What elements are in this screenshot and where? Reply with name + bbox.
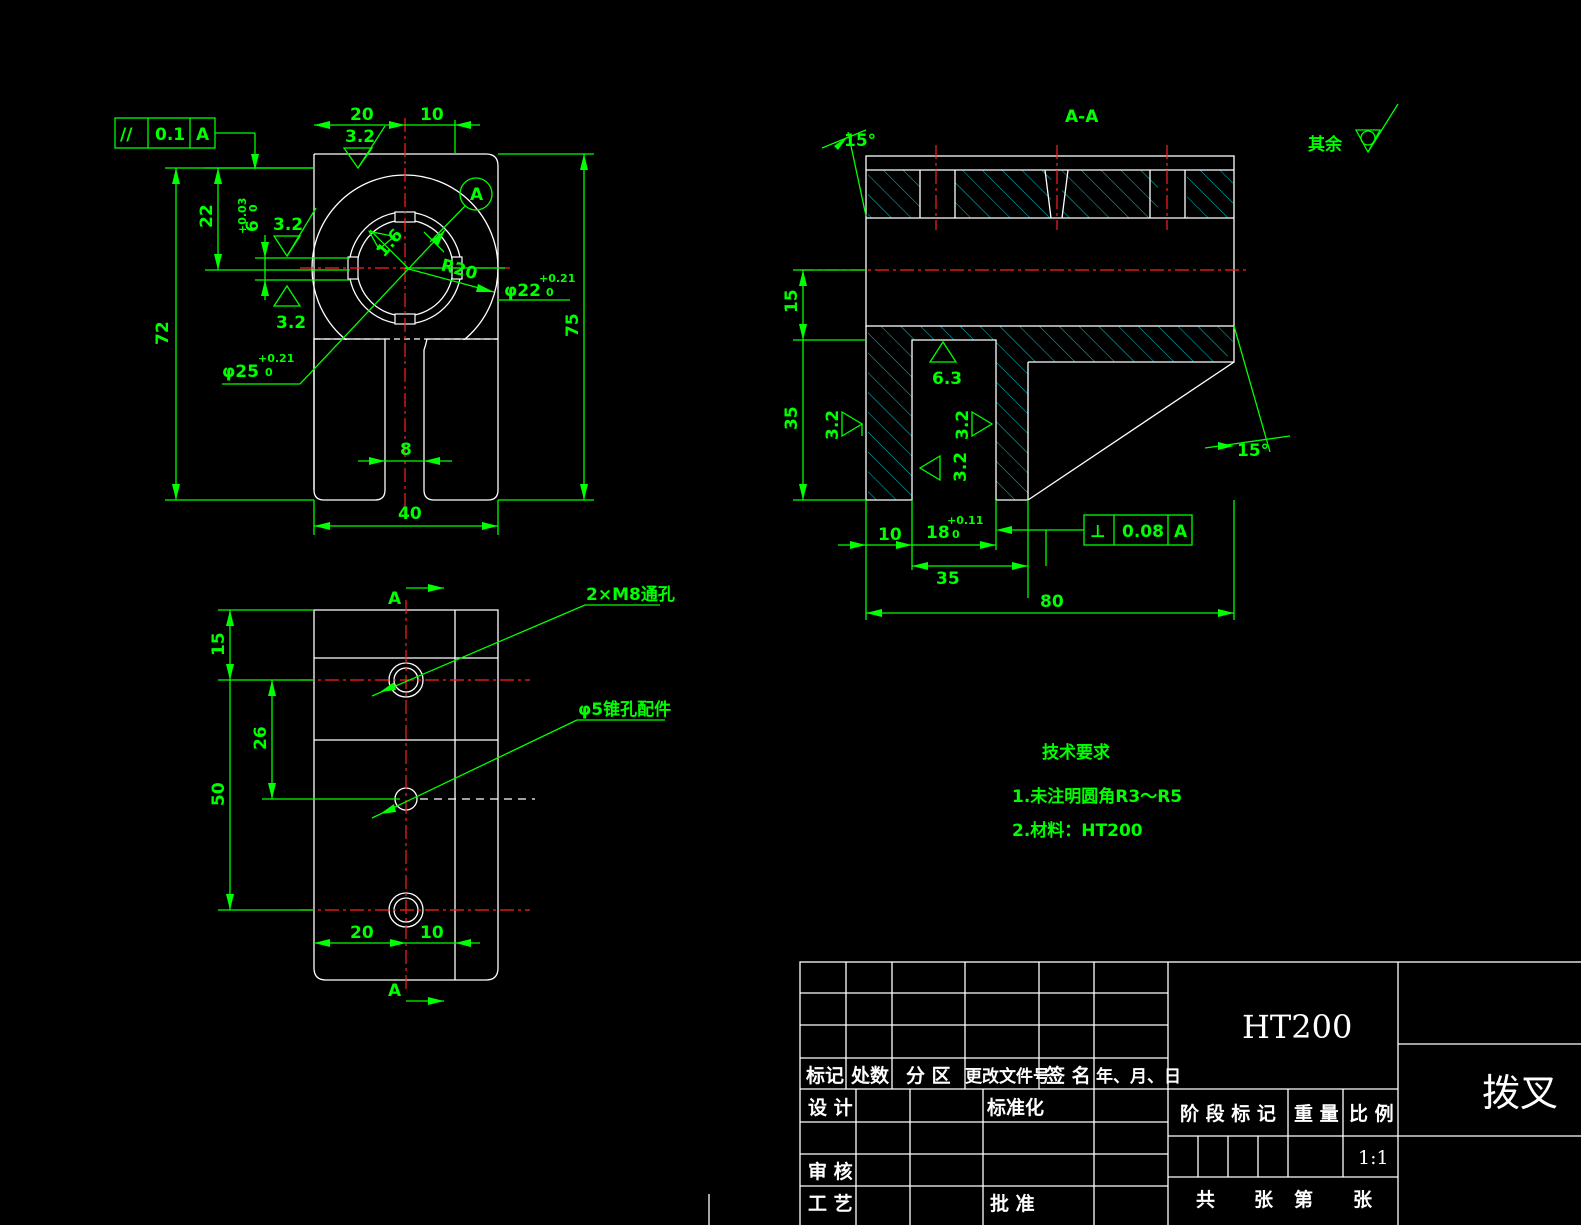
roughness-3-2-top: 3.2 xyxy=(345,127,375,147)
header-count: 处数 xyxy=(850,1064,890,1087)
top-view-outline xyxy=(313,609,499,981)
header-mark: 标记 xyxy=(806,1065,844,1087)
roughness-3-2-left-lower: 3.2 xyxy=(276,313,306,333)
dim-r20: R20 xyxy=(439,256,480,285)
label-review: 审 核 xyxy=(808,1160,853,1183)
datum-a-circle: A xyxy=(470,185,484,205)
svg-text:+0.21: +0.21 xyxy=(539,272,575,285)
section-mark-a-bottom: A xyxy=(388,981,402,1001)
dim-40: 40 xyxy=(398,504,422,524)
header-date: 年、月、日 xyxy=(1096,1066,1181,1087)
label-process: 工 艺 xyxy=(808,1193,853,1215)
roughness-6-3: 6.3 xyxy=(932,369,962,389)
dim-10-top: 10 xyxy=(420,105,444,125)
roughness-3-2-section-mid: 3.2 xyxy=(953,410,973,440)
section-outline xyxy=(865,155,1235,327)
angle-15-bottom: 15° xyxy=(1237,441,1269,461)
svg-text:0: 0 xyxy=(952,528,960,541)
svg-text:0: 0 xyxy=(247,204,260,212)
roughness-3-2-section-lower: 3.2 xyxy=(951,452,971,482)
front-view: 40 20 10 3.2 // 0.1 A A 72 xyxy=(114,105,594,535)
label-sheets-unit-1: 张 xyxy=(1254,1189,1274,1211)
dim-20-top-view: 20 xyxy=(350,923,374,943)
section-title: A-A xyxy=(1065,107,1099,127)
dim-phi22: φ22 xyxy=(504,281,541,301)
dim-15-top-view: 15 xyxy=(209,632,229,656)
tech-requirement-1: 1.未注明圆角R3～R5 xyxy=(1012,786,1182,807)
tech-requirements: 技术要求 1.未注明圆角R3～R5 2.材料：HT200 xyxy=(1012,742,1182,841)
dim-10-top-view: 10 xyxy=(420,923,444,943)
title-block: HT200 拨叉 标记 处数 分 区 更改文件号 签 名 年、月、日 设 计 标… xyxy=(799,961,1581,1225)
roughness-3-2-section-left: 3.2 xyxy=(823,410,843,440)
section-view: A-A 15° 15° xyxy=(782,107,1291,620)
label-design: 设 计 xyxy=(808,1097,853,1119)
label-sheet-no: 第 xyxy=(1294,1188,1313,1211)
gtol-parallel-symbol: // xyxy=(120,125,133,145)
gtol-perp-datum: A xyxy=(1174,522,1188,542)
section-mark-a-top: A xyxy=(388,589,402,609)
dim-20-top: 20 xyxy=(350,105,374,125)
front-view-outline xyxy=(313,153,499,501)
roughness-1-6: 1.6 xyxy=(373,225,408,261)
svg-text:+0.11: +0.11 xyxy=(947,514,983,527)
part-name: 拨叉 xyxy=(1482,1071,1558,1115)
dim-80: 80 xyxy=(1040,592,1064,612)
gtol-perp-symbol: ⊥ xyxy=(1090,522,1106,542)
dim-50-top-view: 50 xyxy=(209,782,229,806)
tech-requirement-2: 2.材料：HT200 xyxy=(1012,820,1143,841)
dim-35-vertical: 35 xyxy=(782,406,802,430)
dim-75: 75 xyxy=(563,313,583,337)
header-zone: 分 区 xyxy=(906,1065,951,1087)
tech-requirements-heading: 技术要求 xyxy=(1042,742,1110,763)
label-standardize: 标准化 xyxy=(987,1096,1044,1119)
label-weight: 重 量 xyxy=(1294,1103,1339,1125)
angle-15-top: 15° xyxy=(844,131,876,151)
gtol-parallel-value: 0.1 xyxy=(155,125,185,145)
dim-22: 22 xyxy=(197,204,217,228)
label-sheets-total: 共 xyxy=(1196,1189,1215,1211)
roughness-3-2-left-upper: 3.2 xyxy=(273,215,303,235)
dim-35-horizontal: 35 xyxy=(936,569,960,589)
label-sheets-unit-2: 张 xyxy=(1353,1189,1373,1211)
label-stage-mark: 阶 段 标 记 xyxy=(1180,1102,1276,1125)
gtol-perp-value: 0.08 xyxy=(1122,522,1164,542)
note-phi5-taper: φ5锥孔配件 xyxy=(578,699,671,720)
dim-72: 72 xyxy=(153,321,173,345)
svg-text:+0.21: +0.21 xyxy=(258,352,294,365)
svg-text:0: 0 xyxy=(546,286,554,299)
label-approve: 批 准 xyxy=(990,1193,1035,1215)
dim-26: 26 xyxy=(251,726,271,750)
svg-text:+0.03: +0.03 xyxy=(236,198,249,234)
svg-text:0: 0 xyxy=(265,366,273,379)
other-roughness: 其余 xyxy=(1308,103,1399,155)
header-change-doc: 更改文件号 xyxy=(965,1066,1050,1087)
header-sign: 签 名 xyxy=(1045,1064,1091,1087)
other-roughness-label: 其余 xyxy=(1308,134,1343,155)
dim-8: 8 xyxy=(400,440,412,460)
dim-18-section: 18 xyxy=(926,523,950,543)
dim-15-section: 15 xyxy=(782,289,802,313)
scale-value: 1:1 xyxy=(1358,1147,1389,1169)
dim-10-section: 10 xyxy=(878,525,902,545)
top-view: A A 15 50 26 20 10 2×M8通孔 φ5锥孔配件 xyxy=(209,584,675,1005)
note-2xm8-holes: 2×M8通孔 xyxy=(586,585,675,605)
dim-phi25: φ25 xyxy=(222,362,259,382)
gtol-parallel-datum: A xyxy=(196,125,210,145)
material-label: HT200 xyxy=(1242,1008,1352,1046)
label-scale: 比 例 xyxy=(1349,1102,1394,1125)
dim-6: 6 xyxy=(243,220,263,232)
